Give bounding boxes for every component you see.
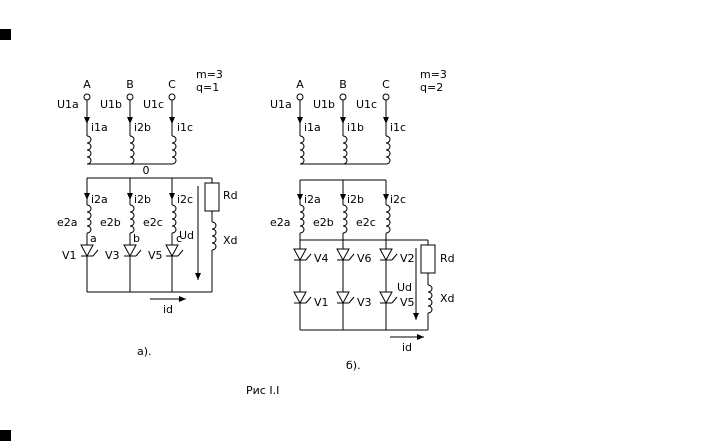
voltage-label-u1b: U1b bbox=[100, 98, 122, 111]
secondary-winding-b bbox=[342, 204, 348, 234]
phase-label-c: C bbox=[382, 78, 390, 91]
secondary-winding-a bbox=[86, 204, 92, 234]
thyristor-label-v2: V2 bbox=[400, 252, 415, 265]
phase-terminal-a bbox=[296, 93, 304, 101]
phase-terminal-c bbox=[168, 93, 176, 101]
thyristor-v3 bbox=[123, 242, 142, 266]
current-label-i2a: i2a bbox=[304, 193, 321, 206]
resize-handle-top-left[interactable] bbox=[0, 29, 11, 40]
current-label-id: id bbox=[163, 303, 173, 316]
primary-winding-b bbox=[342, 135, 348, 165]
emf-label-e2c: e2c bbox=[356, 216, 376, 229]
current-label-i1b: i1b bbox=[347, 121, 364, 134]
thyristor-label-v6: V6 bbox=[357, 252, 372, 265]
resistor-rd bbox=[420, 244, 436, 274]
phase-label-c: C bbox=[168, 78, 176, 91]
param-q: q=2 bbox=[420, 81, 443, 94]
primary-winding-c bbox=[171, 135, 177, 165]
secondary-winding-c bbox=[385, 204, 391, 234]
thyristor-v2 bbox=[379, 246, 398, 270]
voltage-label-ud: Ud bbox=[179, 229, 194, 242]
thyristor-v6 bbox=[336, 246, 355, 270]
voltage-label-u1c: U1c bbox=[356, 98, 377, 111]
circuit-a-wires bbox=[86, 100, 213, 293]
phase-terminal-b bbox=[339, 93, 347, 101]
figure-caption: Рис I.I bbox=[246, 384, 279, 397]
circuit-a: m=3 q=1 A B C U1a U1b U1c i1a i2b i1c 0 … bbox=[57, 68, 238, 358]
current-label-i2b: i2b bbox=[134, 193, 151, 206]
thyristor-v1 bbox=[80, 242, 99, 266]
current-label-i2c: i2c bbox=[177, 193, 193, 206]
emf-label-e2a: e2a bbox=[57, 216, 78, 229]
current-label-i1a: i1a bbox=[304, 121, 321, 134]
thyristor-v5 bbox=[379, 289, 398, 313]
inductor-label-xd: Xd bbox=[440, 292, 455, 305]
current-label-i2c: i2c bbox=[390, 193, 406, 206]
voltage-label-ud: Ud bbox=[397, 281, 412, 294]
subfigure-label-b: б). bbox=[346, 359, 361, 372]
inductor-xd bbox=[211, 221, 217, 251]
resistor-label-rd: Rd bbox=[223, 189, 238, 202]
current-label-i2a: i2a bbox=[91, 193, 108, 206]
neutral-label: 0 bbox=[143, 164, 150, 177]
phase-label-a: A bbox=[296, 78, 304, 91]
param-m: m=3 bbox=[196, 68, 223, 81]
inductor-xd bbox=[427, 284, 433, 314]
phase-terminal-c bbox=[382, 93, 390, 101]
thyristor-label-v5: V5 bbox=[148, 249, 163, 262]
voltage-label-u1a: U1a bbox=[270, 98, 292, 111]
phase-terminal-a bbox=[83, 93, 91, 101]
thyristor-v4 bbox=[293, 246, 312, 270]
current-label-i1c: i1c bbox=[390, 121, 406, 134]
phase-label-a: A bbox=[83, 78, 91, 91]
resize-handle-bottom-left[interactable] bbox=[0, 430, 11, 441]
node-label-a: a bbox=[90, 232, 97, 245]
secondary-winding-a bbox=[299, 204, 305, 234]
param-q: q=1 bbox=[196, 81, 219, 94]
phase-label-b: B bbox=[339, 78, 347, 91]
resistor-label-rd: Rd bbox=[440, 252, 455, 265]
emf-label-e2a: e2a bbox=[270, 216, 291, 229]
primary-winding-c bbox=[385, 135, 391, 165]
bridge-bottom-leads bbox=[299, 312, 387, 330]
bridge-mid-wires bbox=[299, 269, 387, 290]
current-label-i1c: i1c bbox=[177, 121, 193, 134]
current-label-i1b: i2b bbox=[134, 121, 151, 134]
thyristor-label-v5: V5 bbox=[400, 296, 415, 309]
thyristor-label-v4: V4 bbox=[314, 252, 329, 265]
primary-winding-a bbox=[299, 135, 305, 165]
param-m: m=3 bbox=[420, 68, 447, 81]
inductor-label-xd: Xd bbox=[223, 234, 238, 247]
thyristor-label-v3: V3 bbox=[357, 296, 372, 309]
voltage-label-u1c: U1c bbox=[143, 98, 164, 111]
cathode-leads bbox=[86, 265, 173, 292]
anode-leads bbox=[86, 233, 173, 243]
thyristor-label-v3: V3 bbox=[105, 249, 120, 262]
thyristor-label-v1: V1 bbox=[62, 249, 77, 262]
circuit-b: m=3 q=2 A B C U1a U1b U1c i1a i1b i1c i2… bbox=[270, 68, 455, 372]
emf-label-e2b: e2b bbox=[313, 216, 334, 229]
thyristor-label-v1: V1 bbox=[314, 296, 329, 309]
emf-label-e2b: e2b bbox=[100, 216, 121, 229]
current-label-i2b: i2b bbox=[347, 193, 364, 206]
voltage-label-u1a: U1a bbox=[57, 98, 79, 111]
voltage-label-u1b: U1b bbox=[313, 98, 335, 111]
thyristor-v3 bbox=[336, 289, 355, 313]
emf-label-e2c: e2c bbox=[143, 216, 163, 229]
current-label-id: id bbox=[402, 341, 412, 354]
current-label-i1a: i1a bbox=[91, 121, 108, 134]
primary-winding-b bbox=[129, 135, 135, 165]
primary-winding-a bbox=[86, 135, 92, 165]
subfigure-label-a: а). bbox=[137, 345, 152, 358]
resistor-rd bbox=[204, 182, 220, 212]
node-label-b: b bbox=[133, 232, 140, 245]
thyristor-v5 bbox=[165, 242, 184, 266]
secondary-winding-b bbox=[129, 204, 135, 234]
thyristor-v1 bbox=[293, 289, 312, 313]
node-label-c: c bbox=[176, 232, 182, 245]
phase-label-b: B bbox=[126, 78, 134, 91]
secondary-winding-c bbox=[171, 204, 177, 234]
phase-terminal-b bbox=[126, 93, 134, 101]
